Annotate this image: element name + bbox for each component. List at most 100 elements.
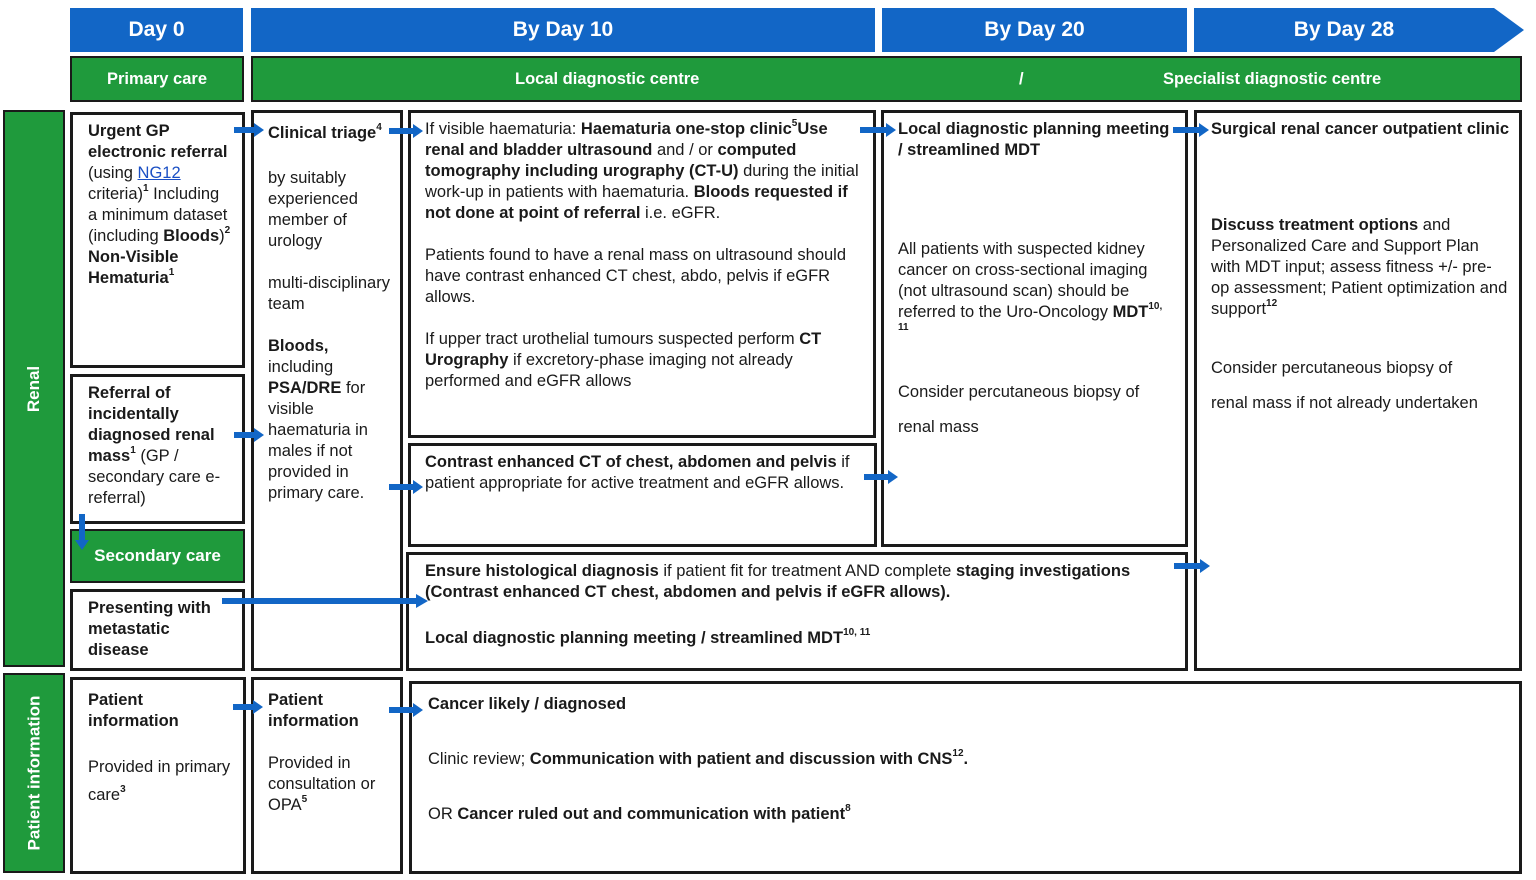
contrast-ct-text: if patient appropriate for active treatm… (425, 453, 850, 492)
uro-oncology-referral-text: All patients with suspected kidney cance… (898, 240, 1148, 321)
arrow-right-icon (389, 480, 423, 494)
incidental-referral-box: Referral of incidentally diagnosed renal… (70, 374, 245, 524)
footnote-ref: 5 (301, 794, 308, 805)
setting-specialist-centre: Specialist diagnostic centre (1163, 69, 1382, 88)
histological-title: Ensure histological diagnosis (425, 562, 659, 580)
gp-referral-text: (using (88, 164, 138, 182)
patient-info-consultation-title: Patient information (268, 691, 359, 730)
haematuria-intro: If visible haematuria: (425, 120, 581, 138)
upper-tract-ctu: CT Urography (425, 330, 822, 369)
clinical-triage-including: including (268, 358, 334, 376)
long-arrow-right-icon (222, 594, 428, 608)
gp-referral-title: Urgent GP electronic referral (88, 122, 228, 161)
haematuria-egfr: i.e. eGFR. (640, 204, 721, 222)
biopsy-text-line1: Consider percutaneous biopsy of (898, 383, 1140, 401)
ng12-link[interactable]: NG12 (137, 164, 181, 182)
cancer-outcome-box: Cancer likely / diagnosed Clinic review;… (409, 681, 1522, 874)
arrow-right-icon (1174, 559, 1210, 573)
haematuria-ultrasound: Use renal and bladder ultrasound (425, 120, 828, 159)
patient-info-primary-box: Patient information Provided in primary … (70, 677, 246, 874)
patient-info-primary-text: Provided in primary care (88, 758, 231, 804)
footnote-ref: 5 (791, 118, 798, 129)
gp-referral-box: Urgent GP electronic referral (using NG1… (70, 112, 245, 368)
footnote-ref: 4 (376, 122, 382, 133)
haematuria-clinic-box: If visible haematuria: Haematuria one-st… (408, 110, 876, 438)
cns-communication: Communication with patient and discussio… (529, 750, 953, 768)
uro-oncology-mdt: MDT (1112, 303, 1149, 321)
footnote-ref: 3 (120, 784, 126, 795)
patient-info-primary-title: Patient information (88, 691, 179, 730)
footnote-ref: 1 (130, 445, 136, 456)
footnote-ref: 2 (224, 225, 231, 236)
staging-investigations: staging investigations (Contrast enhance… (425, 562, 1131, 601)
treatment-plan-text: and Personalized Care and Support Plan w… (1211, 216, 1508, 318)
setting-diagnostic-centres: Local diagnostic centre / Specialist dia… (251, 56, 1522, 102)
phase-header-day28: By Day 28 (1194, 8, 1524, 52)
local-mdt-box: Local diagnostic planning meeting / stre… (881, 110, 1188, 547)
contrast-ct-title: Contrast enhanced CT of chest, abdomen a… (425, 453, 837, 471)
arrow-right-icon (389, 124, 423, 138)
setting-primary-care: Primary care (70, 56, 244, 102)
local-mdt-text: Local diagnostic planning meeting / stre… (425, 629, 844, 647)
footnote-ref: 12 (952, 748, 964, 759)
setting-secondary-care: Secondary care (70, 529, 245, 583)
patient-info-consultation-box: Patient information Provided in consulta… (251, 677, 403, 874)
metastatic-text: Presenting with metastatic disease (88, 599, 211, 659)
arrow-right-icon (234, 428, 264, 442)
clinical-triage-visible: for visible haematuria in males if not p… (268, 379, 368, 502)
footnote-ref: 10, 11 (843, 627, 871, 638)
haematuria-one-stop: Haematuria one-stop clinic (580, 120, 792, 138)
footnote-ref: 1 (143, 183, 149, 194)
gp-referral-nvh: Non-Visible Hematuria (88, 248, 179, 287)
haematuria-workup: during the initial work-up in patients w… (425, 162, 859, 201)
arrow-right-icon (234, 123, 264, 137)
haematuria-ctu: computed tomography including urography … (425, 141, 797, 180)
setting-separator: / (1019, 69, 1024, 88)
haematuria-bloods: Bloods requested if not done at point of… (425, 183, 848, 222)
phase-header-day28-label: By Day 28 (1293, 18, 1395, 41)
contrast-ct-box: Contrast enhanced CT of chest, abdomen a… (408, 443, 877, 547)
clinical-triage-title: Clinical triage (268, 124, 377, 142)
surgical-clinic-title: Surgical renal cancer outpatient clinic (1211, 120, 1510, 138)
renal-mass-ct-text: Patients found to have a renal mass on u… (425, 246, 847, 306)
row-label-patient-information-text: Patient information (24, 695, 43, 851)
footnote-ref: 12 (1266, 298, 1278, 309)
row-label-patient-information: Patient information (3, 673, 65, 873)
clinical-triage-bloods: Bloods, (268, 337, 329, 355)
row-label-renal-text: Renal (23, 365, 43, 412)
incidental-referral-title: Referral of incidentally diagnosed renal… (88, 384, 215, 465)
footnote-ref: 10, 11 (898, 301, 1163, 333)
setting-local-centre: Local diagnostic centre (515, 69, 700, 88)
row-label-renal: Renal (3, 110, 65, 667)
histological-text: if patient fit for treatment AND complet… (658, 562, 956, 580)
metastatic-box: Presenting with metastatic disease (70, 589, 245, 671)
patient-info-consultation-text: Provided in consultation or OPA (268, 754, 376, 814)
cancer-ruled-out: Cancer ruled out and communication with … (457, 805, 846, 823)
arrow-right-icon (1173, 123, 1209, 137)
surgical-clinic-box: Surgical renal cancer outpatient clinic … (1194, 110, 1522, 671)
cns-period: . (963, 750, 969, 768)
gp-referral-criteria: criteria) (88, 185, 144, 203)
local-mdt-title: Local diagnostic planning meeting / stre… (898, 120, 1170, 159)
phase-header-day20: By Day 20 (882, 8, 1187, 52)
upper-tract-condition: if excretory-phase imaging not already p… (425, 351, 793, 390)
haematuria-andor: and / or (652, 141, 718, 159)
upper-tract-text: If upper tract urothelial tumours suspec… (425, 330, 800, 348)
clinical-triage-mdt: multi-disciplinary team (268, 274, 390, 313)
footnote-ref: 8 (845, 803, 851, 814)
clinical-triage-box: Clinical triage4 by suitably experienced… (251, 110, 403, 671)
or-text: OR (428, 805, 458, 823)
treatment-options: Discuss treatment options (1211, 216, 1419, 234)
gp-referral-paren: ) (219, 227, 225, 245)
biopsy28-text-line2: renal mass if not already undertaken (1211, 394, 1478, 412)
cancer-likely-title: Cancer likely / diagnosed (428, 695, 627, 713)
footnote-ref: 1 (168, 267, 175, 278)
arrow-down-icon (75, 514, 89, 550)
arrow-right-icon (389, 703, 423, 717)
clinical-triage-psa: PSA/DRE (268, 379, 342, 397)
clinical-triage-experienced: by suitably experienced member of urolog… (268, 169, 358, 250)
clinic-review-text: Clinic review; (428, 750, 530, 768)
arrow-right-icon (233, 700, 263, 714)
histological-diagnosis-box: Ensure histological diagnosis if patient… (406, 552, 1188, 671)
biopsy-text-line2: renal mass (898, 418, 979, 436)
